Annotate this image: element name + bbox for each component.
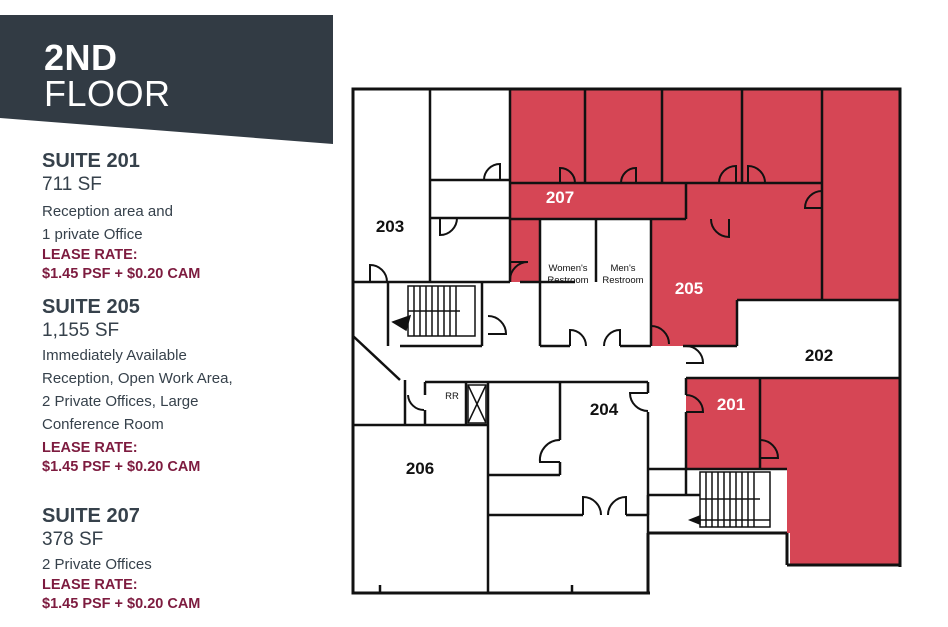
suite-description-line: 2 Private Offices, Large [42,393,199,410]
suite-size: 711 SF [42,174,102,195]
lease-rate-label: LEASE RATE: [42,440,138,456]
room-203-label: 203 [376,217,404,236]
suite-size: 1,155 SF [42,320,120,341]
suite-description-line: Reception, Open Work Area, [42,370,233,387]
lease-rate-label: LEASE RATE: [42,247,138,263]
lease-rate-value: $1.45 PSF + $0.20 CAM [42,459,201,475]
suite-description-line: 1 private Office [42,226,143,243]
mens-restroom-label: Restroom [602,275,643,286]
banner-background [0,15,333,144]
lease-rate-label: LEASE RATE: [42,577,138,593]
suite-207-area [510,89,822,282]
lease-rate-value: $1.45 PSF + $0.20 CAM [42,596,201,612]
womens-restroom-label: Restroom [547,275,588,286]
suite-size: 378 SF [42,529,104,550]
floor-word: FLOOR [44,73,171,114]
suite-201-area [686,378,900,565]
floor-plan: 203 207 205 202 201 204 206 RR Women's R… [348,82,908,607]
room-207-label: 207 [546,188,574,207]
outer-wall [351,87,902,595]
floor-number: 2ND [44,37,118,78]
room-201-label: 201 [717,395,745,414]
stairs-right [687,471,771,528]
door-swings [369,162,823,516]
stairs-left [391,285,476,337]
room-204-label: 204 [590,400,619,419]
suite-205-info: SUITE 205 1,155 SF Immediately Available… [42,295,233,477]
suite-201-info: SUITE 201 711 SF Reception area and 1 pr… [42,149,200,284]
floor-plan-drawing: 203 207 205 202 201 204 206 RR Women's R… [351,87,902,597]
suite-description-line: Conference Room [42,416,164,433]
suite-description-line: Immediately Available [42,347,187,364]
suite-description-line: Reception area and [42,203,173,220]
floor-banner: 2ND FLOOR [0,0,334,145]
suite-name: SUITE 205 [42,296,140,318]
suite-description-line: 2 Private Offices [42,556,152,573]
suite-name: SUITE 201 [42,150,140,172]
room-206-label: 206 [406,459,434,478]
restroom-rr-label: RR [445,391,459,402]
janitor-closet [467,384,487,424]
room-205-label: 205 [675,279,703,298]
interior-walls [351,89,900,593]
suite-name: SUITE 207 [42,505,140,527]
room-202-label: 202 [805,346,833,365]
womens-restroom-label: Women's [548,263,587,274]
lease-rate-value: $1.45 PSF + $0.20 CAM [42,266,201,282]
suite-205-area [651,89,900,346]
mens-restroom-label: Men's [610,263,635,274]
suite-207-info: SUITE 207 378 SF 2 Private Offices LEASE… [42,504,200,614]
